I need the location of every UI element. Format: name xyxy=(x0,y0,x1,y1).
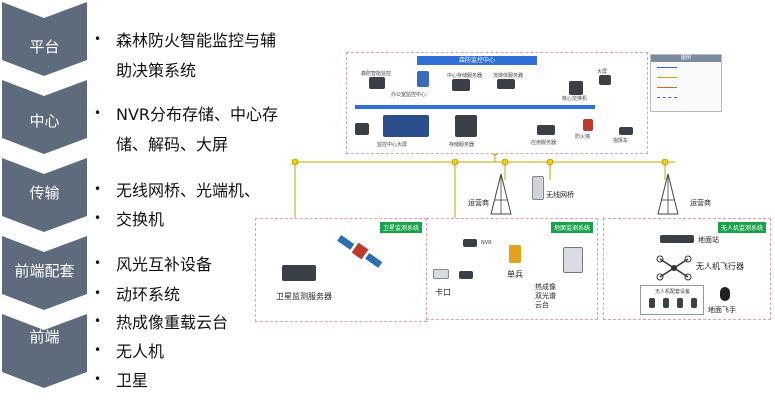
handheld-icon xyxy=(509,245,521,263)
center-label: 核心交换机 xyxy=(562,96,588,102)
chevron-frontend-support: 前端配套 xyxy=(2,236,87,310)
relay-label-left: 运营商 xyxy=(468,199,489,207)
chevron-label: 传输 xyxy=(29,184,60,202)
bridge-icon xyxy=(532,176,544,200)
center-label: 森防智能监控 xyxy=(361,71,392,77)
control-center-panel: 森防监控中心 森防智能监控 办公室监控中心 中心存储服务器 流媒体服务器 核心交… xyxy=(346,52,648,154)
legend-title: 图例 xyxy=(651,55,721,62)
nvr-icon xyxy=(463,239,477,247)
chevron-label: 前端配套 xyxy=(14,262,75,280)
chevron-label: 平台 xyxy=(29,38,60,56)
thermal-ptz-icon xyxy=(563,247,583,273)
chevron-label: 中心 xyxy=(29,112,60,130)
uav-label: 无人机飞行器 xyxy=(696,262,744,271)
bullet-item: •交换机 xyxy=(94,210,165,229)
panel-title: 地面监测系统 xyxy=(550,222,593,233)
center-label: 存储服务器 xyxy=(449,142,475,148)
bullet-item: •无人机 xyxy=(94,342,165,361)
device-icon xyxy=(677,298,683,308)
bullet-item: •NVR分布存储、中心存 xyxy=(94,105,279,124)
bullet-item: •风光互补设备 xyxy=(94,255,213,274)
center-label: 指挥车 xyxy=(613,138,629,144)
bullet-item: •卫星 xyxy=(94,371,149,390)
legend-line xyxy=(657,97,677,99)
chevron-label: 前端 xyxy=(29,328,60,346)
panel-title: 无人机监测系统 xyxy=(717,222,766,233)
drone-icon xyxy=(656,255,692,281)
center-label: 大屏 xyxy=(597,69,608,75)
center-label: 应用服务器 xyxy=(531,140,557,146)
bullet-item: 助决策系统 xyxy=(116,61,197,80)
switch-icon xyxy=(569,81,583,95)
bullet-item: •森林防火智能监控与辅 xyxy=(94,31,277,50)
center-label: 监控中心大屏 xyxy=(377,142,408,148)
center-label: 中心存储服务器 xyxy=(447,73,483,79)
chevron-platform: 平台 xyxy=(2,2,87,76)
device-icon xyxy=(663,298,669,308)
satellite-server-icon xyxy=(282,265,316,281)
control-center-title: 森防监控中心 xyxy=(417,56,537,65)
uav-devices-box: 无人机配套设备 xyxy=(640,285,704,315)
firewall-icon xyxy=(583,119,593,131)
panel-title: 卫星监测系统 xyxy=(379,222,422,233)
ground-panel: 地面监测系统 NVR 卡口 单兵 热成像 双光谱 云台 xyxy=(426,218,598,320)
printer-icon xyxy=(599,75,611,85)
pilot-label: 地面飞手 xyxy=(708,306,736,314)
chevron-frontend: 前端 xyxy=(2,314,87,388)
pilot-icon xyxy=(720,287,730,301)
bullet-item: 储、解码、大屏 xyxy=(116,135,229,154)
chevron-transport: 传输 xyxy=(2,158,87,232)
ground-station-label: 地面站 xyxy=(698,236,719,244)
uav-panel: 无人机监测系统 地面站 无人机飞行器 无人机配套设备 地面飞手 xyxy=(603,218,771,320)
legend-box: 图例 xyxy=(650,54,722,112)
center-label: 流媒体服务器 xyxy=(493,73,524,79)
nvr-label: NVR xyxy=(481,240,492,246)
server-icon xyxy=(369,77,385,89)
single-label: 单兵 xyxy=(507,270,523,279)
vehicle-icon xyxy=(619,127,633,135)
legend-line xyxy=(657,87,677,88)
chevron-center: 中心 xyxy=(2,80,87,154)
device-icon xyxy=(691,298,697,308)
bullet-item: •动环系统 xyxy=(94,285,181,304)
relay-label-right: 运营商 xyxy=(690,199,711,207)
bullet-item: •无线网桥、光端机、 xyxy=(94,181,261,200)
legend-line xyxy=(657,77,677,78)
server-icon xyxy=(497,79,515,89)
storage-icon xyxy=(455,115,477,137)
center-label: 办公室监控中心 xyxy=(391,92,427,98)
center-label: 防火墙 xyxy=(575,134,591,140)
server-icon xyxy=(452,79,470,91)
satellite-icon xyxy=(337,234,383,268)
satellite-server-label: 卫星监测服务器 xyxy=(276,292,332,301)
camera-icon xyxy=(459,271,473,279)
thermal-label: 热成像 双光谱 云台 xyxy=(535,283,556,309)
tower-icon xyxy=(657,173,679,215)
legend-line xyxy=(657,67,677,68)
ground-station-icon xyxy=(660,235,694,243)
monitor-icon xyxy=(417,71,429,87)
satellite-panel: 卫星监测系统 卫星监测服务器 xyxy=(255,218,427,322)
camera-icon xyxy=(433,269,449,279)
tower-icon xyxy=(490,173,512,215)
device-icon xyxy=(649,298,655,308)
network-bus xyxy=(355,105,595,109)
video-wall-icon xyxy=(383,115,429,137)
bullet-item: •热成像重载云台 xyxy=(94,313,229,332)
relay-label-bridge: 无线网桥 xyxy=(546,191,574,199)
server-icon xyxy=(537,125,555,135)
server-icon xyxy=(355,123,369,135)
gate-label: 卡口 xyxy=(435,288,451,297)
uav-devices-label: 无人机配套设备 xyxy=(655,289,691,295)
